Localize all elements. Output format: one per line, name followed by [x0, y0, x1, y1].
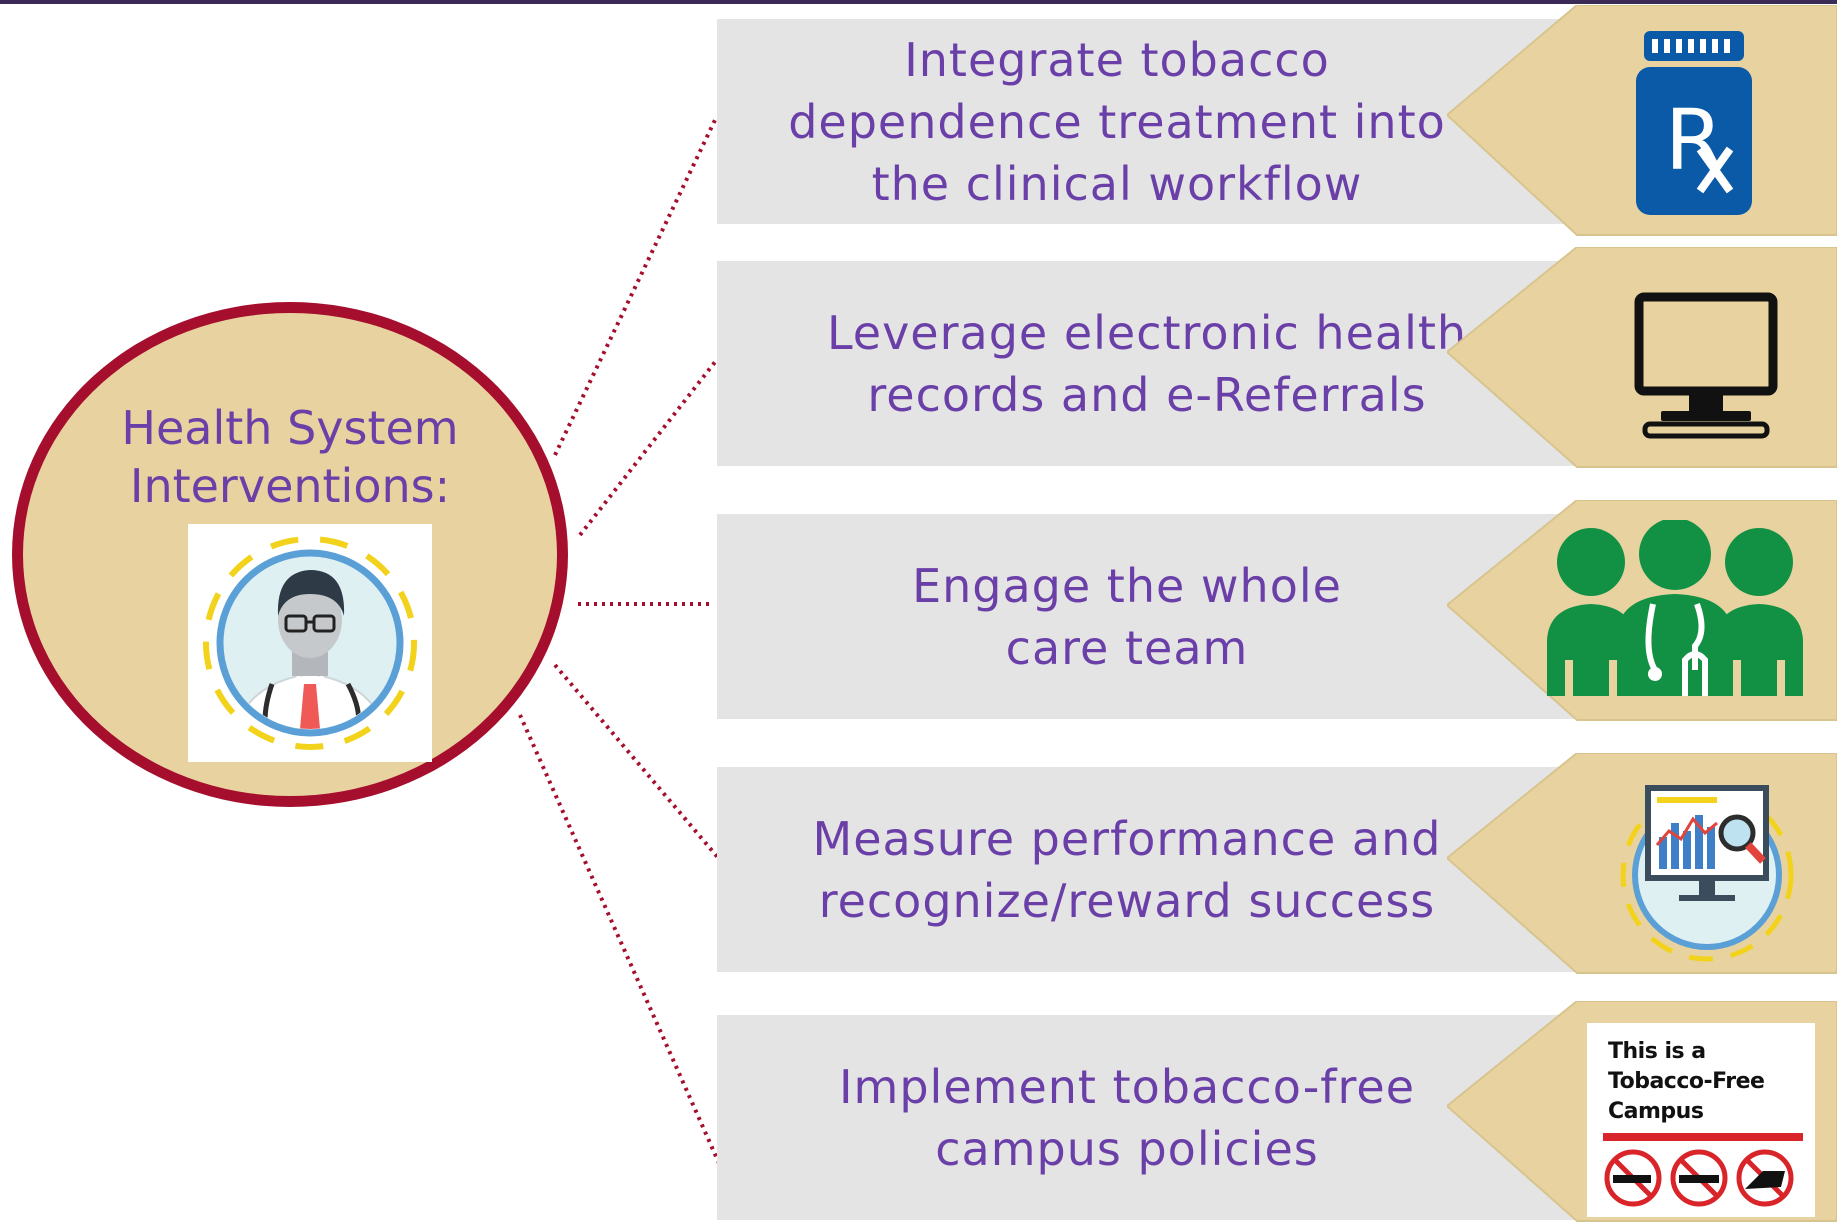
intervention-text-3: Engage the whole care team [912, 558, 1342, 675]
intervention-text-1: Integrate tobacco dependence treatment i… [788, 32, 1446, 211]
intervention-row-3: Engage the whole care team [717, 500, 1837, 721]
intervention-text-5: Implement tobacco-free campus policies [838, 1059, 1416, 1176]
connector-4 [553, 663, 722, 862]
top-border [0, 0, 1837, 4]
connector-1 [553, 119, 717, 456]
intervention-text-4: Measure performance and recognize/reward… [812, 811, 1442, 928]
performance-dashboard-icon [1620, 785, 1794, 962]
intervention-text-2: Leverage electronic health records and e… [826, 305, 1468, 422]
hub-title-line-1: Health System [121, 401, 459, 455]
intervention-row-1: Integrate tobacco dependence treatment i… [717, 5, 1837, 236]
hub-title: Health System Interventions: [23, 399, 557, 515]
intervention-row-4: Measure performance and recognize/reward… [717, 753, 1837, 974]
intervention-row-2: Leverage electronic health records and e… [717, 247, 1837, 468]
computer-monitor-icon [1634, 292, 1778, 439]
connector-5 [518, 714, 724, 1171]
hub-title-line-2: Interventions: [129, 459, 451, 513]
care-team-icon [1547, 520, 1803, 696]
connector-2 [578, 360, 717, 537]
intervention-row-5: Implement tobacco-free campus policies T… [717, 1001, 1837, 1222]
hub-circle: Health System Interventions: [12, 302, 568, 807]
doctor-avatar-icon [188, 524, 432, 762]
tobacco-free-sign-icon: This is a Tobacco-Free Campus [1587, 1023, 1815, 1217]
rx-bottle-icon: R [1636, 31, 1752, 215]
sign-text: This is a Tobacco-Free Campus [1608, 1039, 1765, 1124]
